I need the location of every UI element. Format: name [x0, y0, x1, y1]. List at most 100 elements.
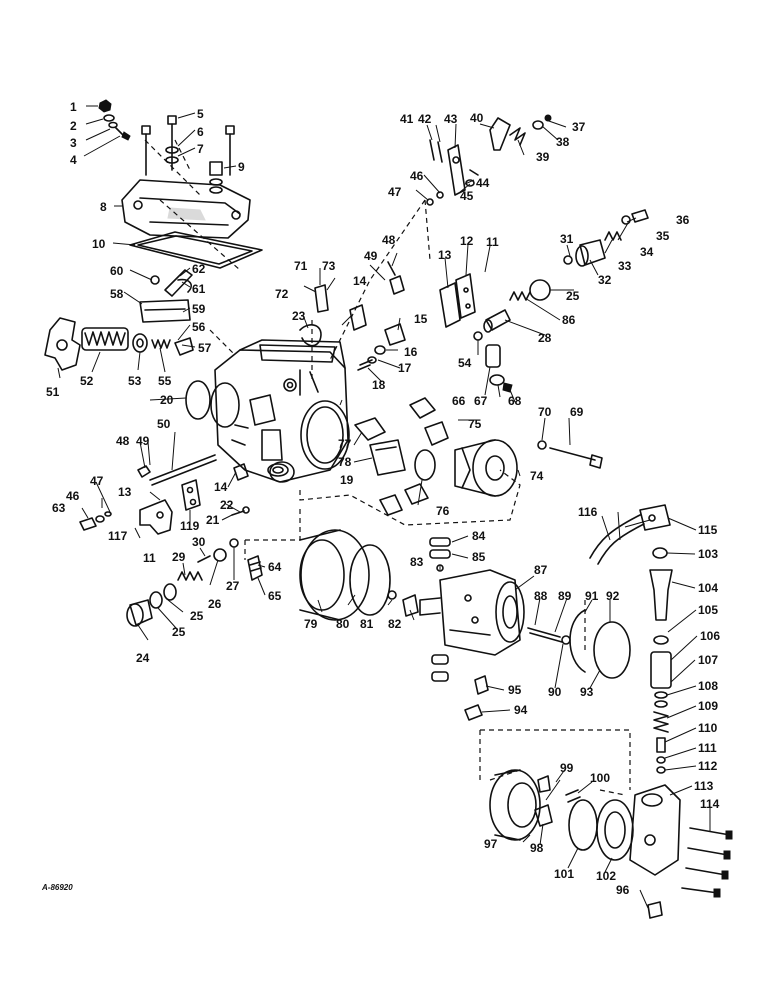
part-50-rod-icon: [149, 454, 217, 486]
callout-117: 117: [108, 529, 128, 543]
callout-63: 63: [52, 501, 66, 515]
part-51-lever-bracket-icon: [44, 317, 81, 371]
part-88-89-pin-icon: [527, 627, 563, 643]
callout-19: 19: [340, 473, 354, 487]
part-101-ring-icon: [568, 799, 598, 851]
part-25-upper-ring-icon: [529, 279, 551, 301]
callout-89: 89: [558, 589, 572, 603]
part-116-hose-icon: [589, 514, 645, 565]
callout-88: 88: [534, 589, 548, 603]
callout-111: 111: [698, 741, 717, 755]
part-67-68-nut-icon: [489, 374, 513, 393]
callout-91: 91: [585, 589, 599, 603]
callout-27: 27: [226, 579, 240, 593]
part-115-fitting-icon: [639, 504, 671, 531]
callout-16: 16: [404, 345, 418, 359]
dashed-guide-left: [159, 199, 241, 356]
callout-4: 4: [70, 153, 77, 167]
callout-6: 6: [197, 125, 204, 139]
part-14-upper-fitting-icon: [349, 304, 367, 331]
callout-107: 107: [698, 653, 718, 667]
part-12-plate-icon: [455, 273, 476, 319]
callout-119: 119: [180, 519, 200, 533]
callout-46-b: 46: [66, 489, 80, 503]
callout-79: 79: [304, 617, 318, 631]
callout-32: 32: [598, 273, 612, 287]
part-95-94-screw-icon: [464, 675, 489, 721]
callout-47-a: 47: [388, 185, 402, 199]
callout-39: 39: [536, 150, 550, 164]
callout-49-b: 49: [136, 434, 150, 448]
callout-98: 98: [530, 841, 544, 855]
part-15-fitting-icon: [384, 323, 406, 346]
bolt-right-icon: [225, 125, 235, 176]
callout-labels: 1 2 3 4 5 6 7 8 9 10 11 11 11 12 13 13 1…: [41, 100, 720, 897]
callout-100: 100: [590, 771, 610, 785]
callout-5: 5: [197, 107, 204, 121]
part-18-screw-icon: [357, 359, 373, 371]
bolt-left-icon: [141, 125, 151, 176]
part-49-48-upper-icon: [387, 261, 405, 295]
callout-52: 52: [80, 374, 94, 388]
callout-69: 69: [570, 405, 584, 419]
callout-102: 102: [596, 869, 616, 883]
part-75-weights-icon: [379, 397, 449, 516]
callout-50: 50: [157, 417, 171, 431]
callout-83: 83: [410, 555, 424, 569]
part-102-plate-icon: [596, 799, 634, 861]
part-104-fitting-icon: [649, 569, 673, 621]
part-63-screw-icon: [79, 511, 112, 531]
callout-53: 53: [128, 374, 142, 388]
callout-61: 61: [192, 282, 206, 296]
part-96-plug-icon: [647, 901, 663, 919]
callout-60: 60: [110, 264, 124, 278]
part-31-ring-icon: [563, 255, 573, 265]
callout-68: 68: [508, 394, 522, 408]
part-20-o-ring-icon: [185, 380, 211, 420]
callout-81: 81: [360, 617, 374, 631]
part-46-47-washer-icon: [426, 191, 444, 206]
part-110-pin-icon: [656, 737, 666, 753]
part-117-bracket-icon: [139, 499, 173, 535]
callout-71: 71: [294, 259, 308, 273]
part-43-link-icon: [447, 144, 466, 196]
callout-110: 110: [698, 721, 718, 735]
callout-86: 86: [562, 313, 576, 327]
part-26-ring-icon: [213, 548, 227, 562]
callout-101: 101: [554, 867, 574, 881]
part-100-screws-icon: [565, 789, 581, 803]
part-87-rotor-icon: [419, 569, 525, 656]
dashed-guide-lower-group: [489, 769, 626, 796]
callout-59: 59: [192, 302, 206, 316]
part-25-washer-icon: [149, 583, 177, 609]
callout-77: 77: [338, 437, 352, 451]
part-64-65-fitting-icon: [247, 555, 263, 581]
callout-43: 43: [444, 112, 458, 126]
callout-74: 74: [530, 469, 544, 483]
callout-35: 35: [656, 229, 670, 243]
part-24-plug-icon: [126, 599, 153, 627]
callout-95: 95: [508, 683, 522, 697]
part-82-plate-icon: [402, 594, 419, 617]
part-8-cover-icon: [121, 179, 251, 239]
part-56-clip-icon: [174, 337, 194, 356]
part-19-ring-icon: [269, 461, 295, 483]
drawing-reference-code: A-86920: [41, 883, 73, 892]
callout-62: 62: [192, 262, 206, 276]
part-90-ring-icon: [561, 635, 571, 645]
part-91-snap-ring-icon: [569, 609, 586, 673]
callout-14-a: 14: [353, 274, 367, 288]
callout-112: 112: [698, 759, 718, 773]
part-111-112-ring-icon: [656, 756, 666, 774]
dashed-guide-rotor-group: [244, 505, 301, 560]
callout-66: 66: [452, 394, 466, 408]
part-114-bolts-icon: [681, 827, 733, 898]
callout-78: 78: [338, 455, 352, 469]
callout-115: 115: [698, 523, 718, 537]
callout-48-a: 48: [382, 233, 396, 247]
part-52-spring-icon: [81, 327, 129, 351]
callout-116: 116: [578, 505, 598, 519]
part-16-17-ring-icon: [367, 345, 386, 364]
callout-13-a: 13: [438, 248, 452, 262]
